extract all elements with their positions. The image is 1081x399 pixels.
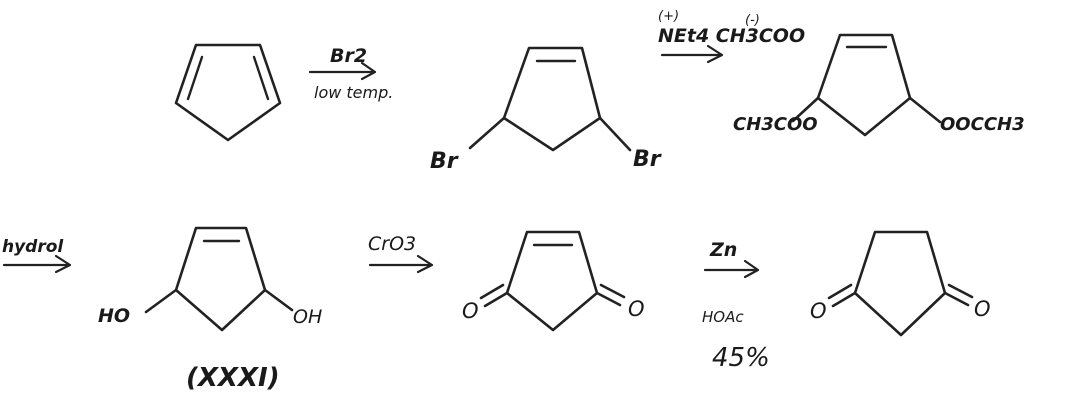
reagent-charge-minus: (-) [745,13,760,28]
substituent-o-left: O [462,299,479,323]
arrow-hydrolysis: hydrol [2,237,72,274]
dibromocyclopentene: Br Br [430,46,662,174]
reagent-cro3: CrO3 [368,233,416,255]
substituent-acetoxy-right: OOCCH3 [940,114,1025,135]
diacetoxycyclopentene: CH3COO OOCCH3 [733,33,1025,137]
substituent-br-left: Br [430,149,459,174]
cyclopentanedione: O O [810,230,991,337]
reagent-tetraethylammonium-acetate: NEt4 CH3COO [658,25,805,47]
cyclopentenediol: HO OH (XXXI) [98,226,322,393]
substituent-ho-left: HO [98,305,130,327]
arrow-oxidation: CrO3 [368,233,434,274]
substituent-oh-right: OH [293,306,322,328]
arrow-acetoxylation: (+) (-) NEt4 CH3COO [658,9,805,64]
yield-45-percent: 45% [712,343,770,373]
cyclopentenedione: O O [462,230,645,332]
substituent-o-right: O [974,297,991,321]
reagent-hydrol: hydrol [2,237,64,257]
arrow-reduction: Zn HOAc 45% [702,239,770,373]
substituent-acetoxy-left: CH3COO [733,114,818,135]
reagent-zn: Zn [709,239,737,261]
condition-hoac: HOAc [702,308,744,326]
compound-label-xxxi: (XXXI) [186,363,280,393]
substituent-o-left: O [810,299,827,323]
substituent-o-right: O [628,297,645,321]
arrow-bromination: Br2 low temp. [308,45,393,102]
cyclopentadiene [174,43,282,142]
reagent-charge-plus: (+) [658,9,679,24]
condition-low-temp: low temp. [314,83,393,102]
substituent-br-right: Br [633,147,662,172]
reagent-br2: Br2 [330,45,367,67]
